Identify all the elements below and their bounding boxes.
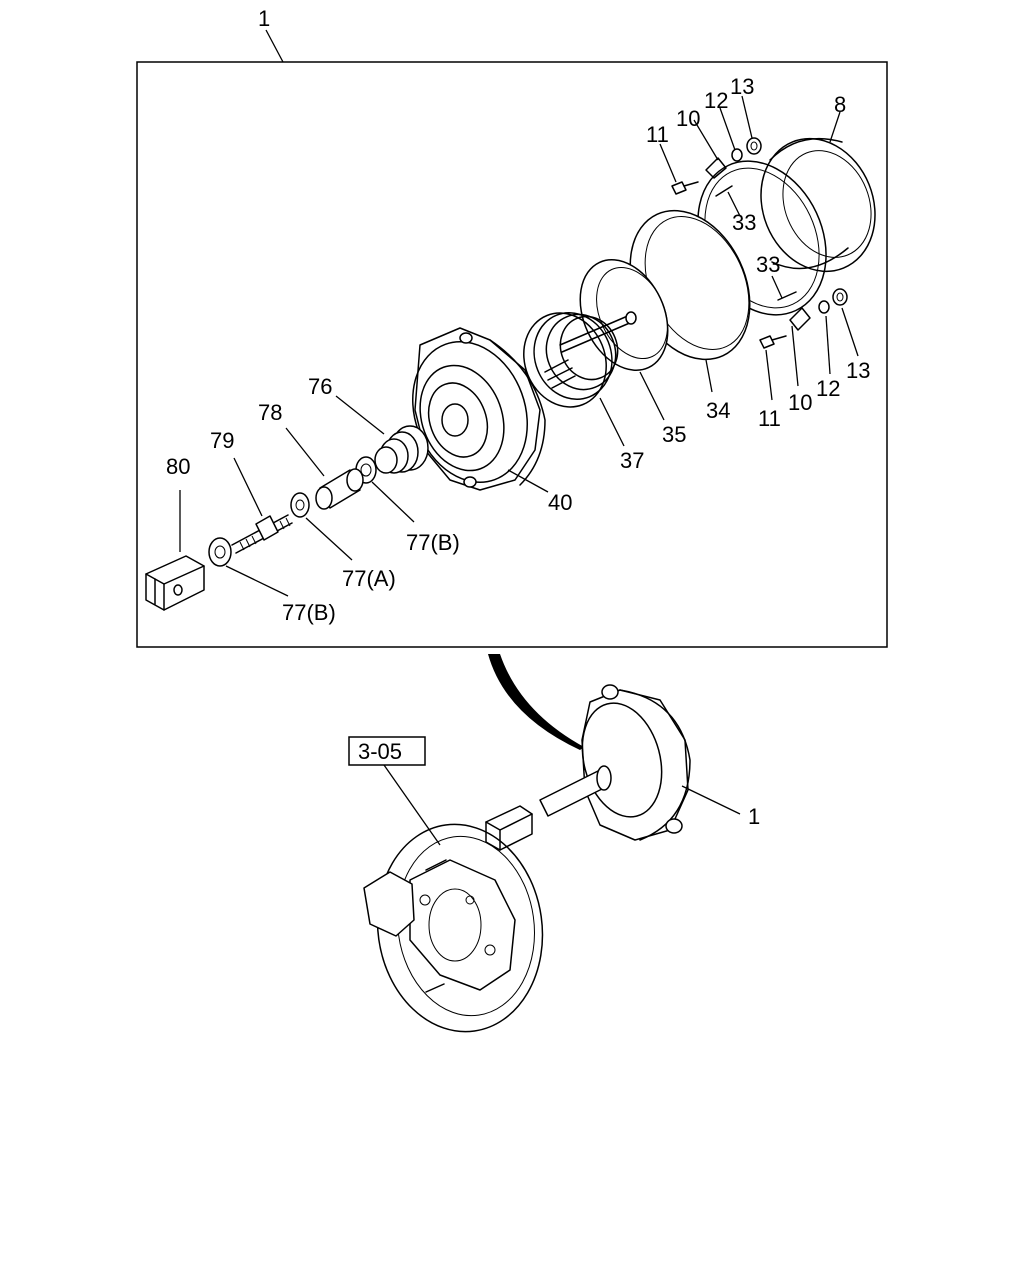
callout-assembly-bottom: 1 (748, 804, 760, 829)
part-8-rear-cover (760, 137, 876, 273)
callout-77a: 77(A) (342, 566, 396, 591)
callout-10-bottom: 10 (788, 390, 812, 415)
callout-77b-upper: 77(B) (406, 530, 460, 555)
callout-8: 8 (834, 92, 846, 117)
callout-ref-box: 3-05 (358, 739, 402, 764)
backing-plate (363, 823, 544, 1033)
callout-77b-lower: 77(B) (282, 600, 336, 625)
part-80-clevis (145, 555, 205, 611)
callout-37: 37 (620, 448, 644, 473)
leader-assembly-bottom (681, 785, 741, 815)
detail-leaders (179, 95, 859, 597)
callout-33-top: 33 (732, 210, 756, 235)
part-12-washer-bottom (818, 300, 830, 314)
link-arrow (488, 654, 584, 750)
callout-11-bottom: 11 (758, 406, 781, 431)
part-77a-nut (290, 492, 310, 518)
callout-10-top: 10 (676, 106, 700, 131)
part-76-boot (374, 425, 429, 474)
callout-40: 40 (548, 490, 572, 515)
part-40-housing (412, 327, 546, 491)
part-35-pressure-plate (559, 259, 669, 371)
part-78-sleeve (315, 468, 364, 510)
callout-12-top: 12 (704, 88, 728, 113)
leader-ref-box (383, 764, 441, 846)
callout-78: 78 (258, 400, 282, 425)
callout-79: 79 (210, 428, 234, 453)
callout-35: 35 (662, 422, 686, 447)
leader-assembly-top (265, 29, 284, 63)
part-12-washer-top (731, 148, 743, 162)
callout-labels: 1 8 13 12 10 11 33 33 13 12 10 11 34 35 … (166, 6, 870, 829)
callout-13-top: 13 (730, 74, 754, 99)
part-79-threaded-rod (231, 514, 293, 554)
callout-13-bottom: 13 (846, 358, 870, 383)
part-11-bolt-top (671, 181, 699, 195)
ref-box (348, 736, 426, 766)
part-13-nut-bottom (832, 288, 848, 306)
assembled-brake-chamber (485, 684, 691, 851)
callout-33-mid: 33 (756, 252, 780, 277)
callout-11-top: 11 (646, 122, 669, 147)
part-11-bolt-bottom (759, 335, 787, 349)
callout-assembly-top: 1 (258, 6, 270, 31)
part-37-return-spring (523, 312, 619, 408)
callout-12-bottom: 12 (816, 376, 840, 401)
callout-34: 34 (706, 398, 730, 423)
part-13-nut-top (746, 137, 762, 155)
detail-frame (136, 61, 888, 648)
callout-80: 80 (166, 454, 190, 479)
part-77b-nut-lower (208, 537, 232, 567)
callout-76: 76 (308, 374, 332, 399)
